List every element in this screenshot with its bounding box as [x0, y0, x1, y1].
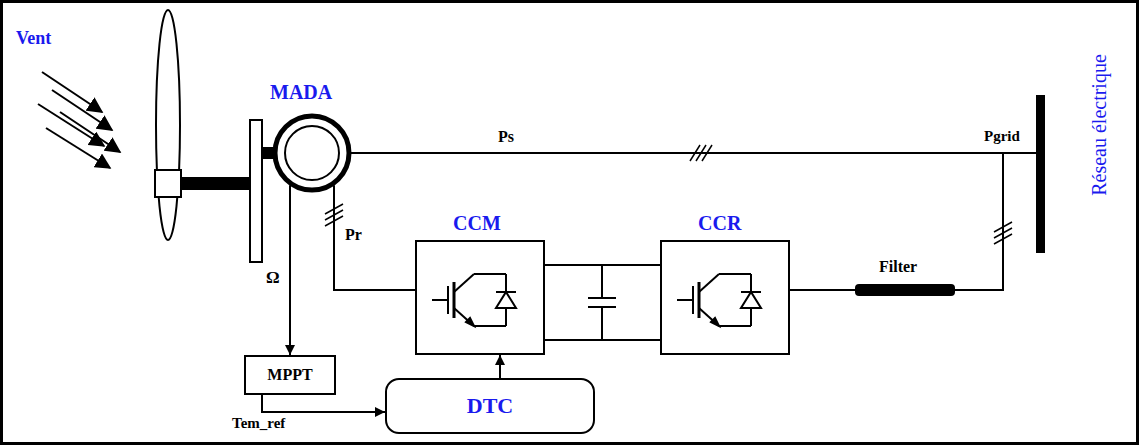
cable-marks	[325, 145, 1012, 244]
converter-box: CCM	[415, 240, 545, 355]
wind-arrows-part	[60, 112, 120, 152]
dc-capacitor-part	[588, 297, 616, 299]
power-line	[790, 289, 855, 291]
wind-arrows-part	[46, 128, 110, 168]
igbt-symbol-part	[496, 291, 516, 293]
box-label: DTC	[467, 393, 513, 419]
wind-arrows-part	[52, 90, 112, 130]
igbt-symbol-part	[698, 282, 701, 318]
heading-label: Filter	[879, 258, 917, 276]
wind-label: Vent	[16, 28, 51, 49]
signal-arrow	[499, 355, 501, 378]
machine-outline	[272, 113, 352, 193]
machine-circle: MADA	[272, 113, 352, 193]
signal-label: Ω	[266, 268, 280, 288]
signal-label: Ps	[498, 128, 514, 146]
power-line	[334, 185, 415, 290]
dc-capacitor	[588, 265, 616, 340]
signal-arrow	[262, 395, 385, 412]
igbt-symbol-part	[719, 325, 751, 327]
wind-arrows	[38, 72, 120, 168]
rotor-circle	[285, 126, 339, 180]
wind-arrows-part	[42, 72, 102, 112]
igbt-symbol-part	[677, 299, 693, 301]
dc-capacitor-part	[601, 307, 603, 340]
wind-arrows-part	[38, 104, 104, 146]
power-line	[545, 265, 660, 340]
igbt-symbol-part	[447, 286, 449, 314]
wind-turbine-part	[155, 170, 181, 197]
filter-block: Filter	[855, 284, 955, 296]
igbt-symbol-part	[454, 274, 474, 292]
wind-turbine-part	[262, 148, 274, 158]
igbt-symbol-part	[692, 286, 694, 314]
heading-label: Réseau électrique	[1088, 54, 1111, 196]
igbt-symbol-part	[719, 273, 751, 275]
wind-turbine-part	[156, 10, 180, 240]
signal-label: Pr	[345, 226, 362, 244]
converter-box: CCR	[660, 240, 790, 355]
igbt-symbol-part	[699, 308, 719, 326]
wind-turbine-part	[180, 178, 250, 189]
igbt-symbol	[677, 274, 761, 326]
igbt-symbol-part	[741, 291, 761, 293]
igbt-symbol	[432, 274, 516, 326]
igbt-symbol-part	[466, 318, 474, 326]
igbt-symbol-part	[454, 308, 474, 326]
wind-turbine	[155, 10, 274, 262]
heading-label: CCM	[453, 212, 501, 235]
igbt-symbol-part	[453, 282, 456, 318]
igbt-symbol-part	[474, 325, 506, 327]
heading-label: CCR	[698, 212, 741, 235]
power-label: Pgrid	[984, 128, 1020, 145]
signal-arrow	[289, 185, 291, 355]
grid-bus: Réseau électrique	[1036, 95, 1045, 253]
stator-ring	[275, 116, 349, 190]
control-box: DTC	[385, 378, 595, 434]
igbt-symbol-part	[474, 273, 506, 275]
igbt-symbol-part	[496, 292, 516, 308]
power-line	[351, 152, 1036, 154]
dc-capacitor-part	[601, 265, 603, 298]
igbt-symbol-part	[699, 274, 719, 292]
box-label: MPPT	[267, 366, 312, 384]
igbt-symbol-part	[432, 299, 448, 301]
igbt-symbol-part	[741, 292, 761, 308]
power-line	[955, 153, 1036, 290]
process-box: MPPT	[244, 355, 336, 395]
signal-label: Tem_ref	[232, 415, 285, 432]
heading-label: MADA	[270, 81, 332, 104]
wind-turbine-part	[250, 120, 262, 262]
igbt-symbol-part	[711, 318, 719, 326]
